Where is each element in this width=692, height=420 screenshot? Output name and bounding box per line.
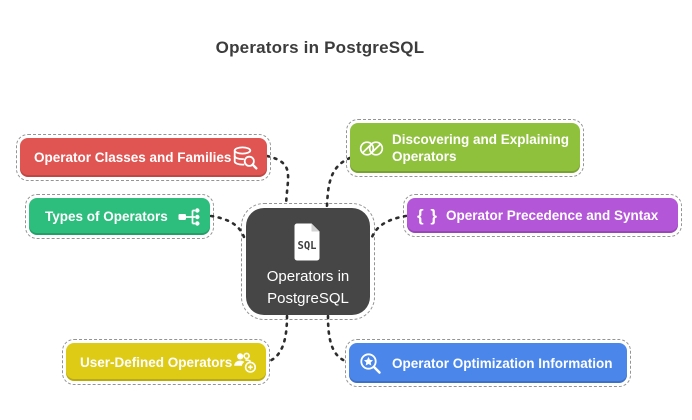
- connector-precedence: [369, 214, 408, 242]
- connector-discovering: [325, 156, 352, 208]
- node-label: Operator Optimization Information: [392, 355, 613, 371]
- node-label: User-Defined Operators: [80, 354, 233, 370]
- node-user-defined-operators: User-Defined Operators: [62, 339, 270, 385]
- workflow-icon: [178, 206, 202, 228]
- node-operator-optimization-information: Operator Optimization Information: [345, 339, 631, 387]
- node-types-of-operators: Types of Operators: [25, 194, 214, 239]
- node-label: Types of Operators: [45, 209, 168, 224]
- node-label: Operator Precedence and Syntax: [445, 208, 659, 223]
- connector-user-defined: [265, 314, 289, 364]
- connector-types: [209, 214, 247, 242]
- connector-classes: [265, 154, 290, 208]
- braces-icon: { }: [417, 206, 438, 225]
- node-operator-precedence-and-syntax: { } Operator Precedence and Syntax: [403, 194, 682, 237]
- node-label: Discovering and Explaining Operators: [392, 132, 570, 164]
- node-label: Operator Classes and Families: [34, 150, 232, 165]
- node-operator-classes-and-families: Operator Classes and Families: [16, 134, 271, 181]
- connector-optimization: [326, 314, 350, 364]
- add-users-icon: [233, 351, 258, 374]
- page-title: Operators in PostgreSQL: [215, 38, 425, 57]
- svg-text:SQL: SQL: [298, 240, 317, 252]
- database-search-icon: [232, 145, 259, 171]
- center-node-label: Operators in PostgreSQL: [266, 268, 350, 307]
- search-star-icon: [358, 351, 383, 376]
- double-circles-icon: [358, 138, 385, 159]
- sql-file-icon: SQL: [292, 222, 324, 262]
- node-discovering-and-explaining-operators: Discovering and Explaining Operators: [346, 119, 584, 177]
- center-node-operators-in-postgresql: SQL Operators in PostgreSQL: [241, 203, 375, 320]
